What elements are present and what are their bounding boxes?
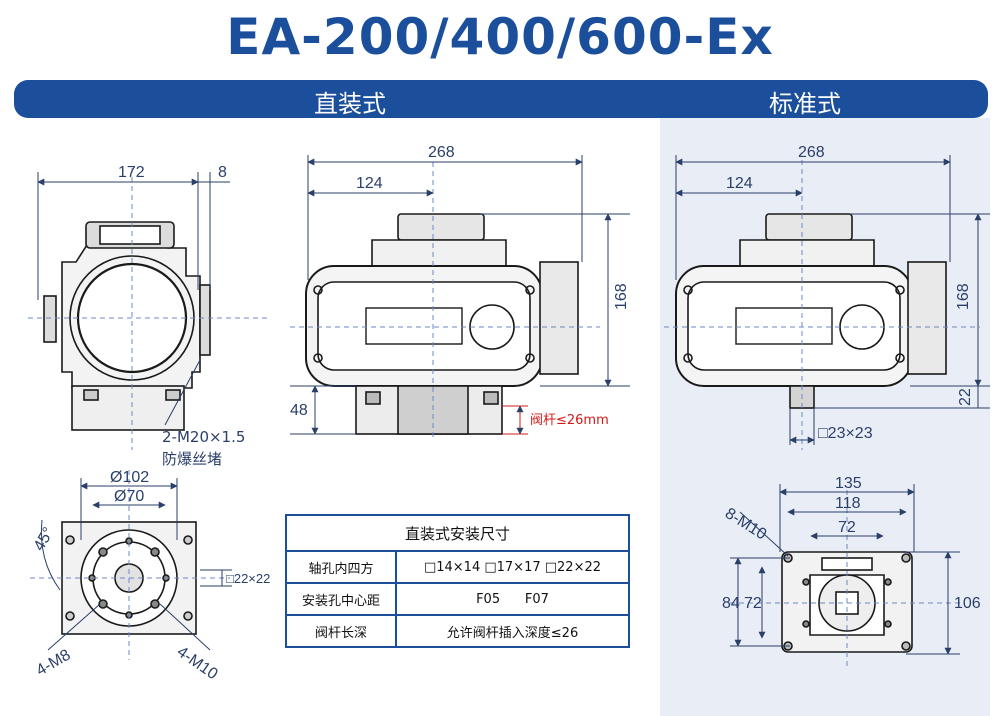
table-row: 安装孔中心距 F05 F07: [285, 582, 630, 616]
fr-h3-dim: 106: [954, 595, 981, 612]
side-offset-dim: 8: [218, 164, 227, 181]
plug-note-line1: 2-M20×1.5: [162, 428, 245, 446]
table-value: 允许阀杆插入深度≤26: [395, 614, 630, 648]
mounting-spec-table: 直装式安装尺寸 轴孔内四方 □14×14 □17×17 □22×22 安装孔中心…: [285, 514, 630, 648]
flange-d1-dim: Ø102: [110, 469, 149, 486]
front-bottom-dim: 48: [290, 402, 308, 419]
flange-d2-dim: Ø70: [114, 488, 144, 505]
table-row: 轴孔内四方 □14×14 □17×17 □22×22: [285, 550, 630, 584]
front-view: [305, 213, 579, 435]
table-key: 安装孔中心距: [285, 582, 397, 616]
table-key: 阀杆长深: [285, 614, 397, 648]
fr-h2-dim: 72: [744, 595, 762, 612]
side-width-dim: 172: [118, 164, 145, 181]
plug-note-line2: 防爆丝堵: [162, 450, 222, 468]
fr-w3-dim: 72: [838, 519, 856, 536]
table-row: 阀杆长深 允许阀杆插入深度≤26: [285, 614, 630, 648]
std-height-dim: 168: [955, 283, 972, 310]
std-bottom-dim: 22: [957, 388, 974, 406]
flange-bolt1-dim: 4-M8: [34, 646, 74, 679]
fr-bolt-dim: 8-M10: [722, 505, 770, 544]
front-height-dim: 168: [613, 283, 630, 310]
table-header-row: 直装式安装尺寸: [285, 514, 630, 552]
page-title: EA-200/400/600-Ex: [226, 8, 774, 66]
table-value: F05 F07: [395, 582, 630, 616]
flange-right: [781, 551, 913, 653]
section-band: [14, 80, 988, 118]
stem-note: 阀杆≤26mm: [530, 413, 609, 428]
fr-w2-dim: 118: [835, 495, 861, 512]
std-total-dim: 268: [798, 144, 825, 161]
std-half-dim: 124: [726, 175, 753, 192]
std-square-dim: □23×23: [818, 425, 873, 442]
flange-bolt2-dim: 4-M10: [174, 643, 221, 683]
flange-angle-dim: 45°: [31, 525, 58, 554]
side-view: [43, 221, 211, 431]
table-value: □14×14 □17×17 □22×22: [395, 550, 630, 584]
fr-w1-dim: 135: [835, 475, 862, 492]
standard-view: [675, 213, 947, 409]
front-total-dim: 268: [428, 144, 455, 161]
table-key: 轴孔内四方: [285, 550, 397, 584]
section-direct-label: 直装式: [314, 90, 386, 118]
fr-h1-dim: 84: [722, 595, 740, 612]
flange-square-dim: □22×22: [226, 571, 270, 586]
front-half-dim: 124: [356, 175, 383, 192]
section-standard-label: 标准式: [769, 90, 841, 118]
table-header: 直装式安装尺寸: [285, 514, 630, 552]
